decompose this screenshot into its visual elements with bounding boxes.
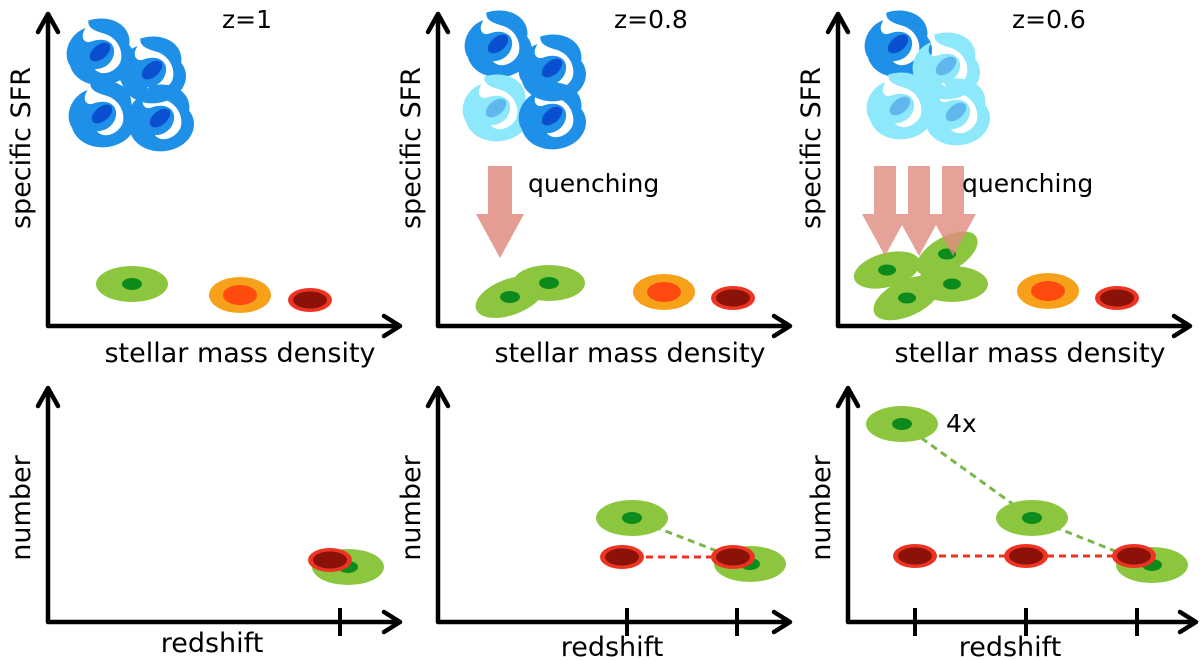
spiral-galaxy [513, 77, 591, 155]
y-axis-label-top-z1: specific SFR [6, 67, 37, 229]
axes-bottom-z08 [435, 389, 791, 625]
y-arrowhead [825, 11, 851, 35]
axes-top-z1 [45, 15, 401, 329]
panel-title-z06: z=0.6 [1012, 5, 1086, 34]
red-galaxy [1112, 544, 1156, 568]
spiral-galaxy [113, 31, 191, 109]
y-axis-label-top-z08: specific SFR [396, 67, 427, 229]
spiral-galaxy [459, 5, 537, 83]
quenching-arrow [476, 166, 524, 258]
panel-bottom-z1: number redshift [6, 385, 403, 659]
y-arrowhead [835, 385, 861, 409]
x-arrowhead [381, 313, 403, 339]
y-axis-label-top-z06: specific SFR [796, 67, 827, 229]
panel-top-z1: z=1 specific SFR stellar mass density [6, 5, 403, 369]
x-axis-label-top-z1: stellar mass density [104, 338, 375, 369]
spiral-galaxy-faded [917, 73, 995, 151]
y-axis-label-bottom-z1: number [6, 454, 37, 560]
red-galaxy [600, 545, 644, 569]
green-galaxy [596, 500, 668, 536]
x-arrowhead [381, 609, 403, 635]
green-galaxy [916, 266, 988, 302]
panel-top-z06: z=0.6 specific SFR stellar mass density [796, 5, 1193, 369]
quenching-label-z06: quenching [962, 169, 1093, 198]
panel-title-z08: z=0.8 [614, 5, 688, 34]
x-arrowhead [1171, 313, 1193, 339]
quenching-arrow [930, 166, 976, 256]
red-galaxy [308, 548, 352, 572]
multiplier-label: 4x [946, 409, 977, 438]
spiral-galaxy-group [859, 5, 995, 151]
x-arrowhead [771, 609, 793, 635]
green-trend-line [1031, 516, 1151, 567]
x-axis-label-top-z08: stellar mass density [494, 338, 765, 369]
x-arrowhead [1177, 609, 1199, 635]
x-arrowhead [771, 313, 793, 339]
panel-bottom-z08: number redshift [396, 385, 793, 660]
green-galaxy [96, 266, 168, 302]
panel-title-z1: z=1 [222, 5, 272, 34]
axes-top-z06 [835, 15, 1191, 329]
quenching-arrow [862, 166, 908, 256]
spiral-galaxy-group [61, 13, 199, 157]
y-axis-label-bottom-z08: number [396, 454, 427, 560]
spiral-galaxy-faded [861, 67, 939, 145]
y-arrowhead [35, 11, 61, 35]
orange-galaxy [633, 274, 695, 310]
quenching-label-z08: quenching [528, 169, 659, 198]
axes-bottom-z06 [845, 389, 1197, 625]
x-axis-label-bottom-z06: redshift [959, 632, 1062, 660]
red-galaxy [711, 286, 755, 310]
red-galaxy [1004, 544, 1048, 568]
spiral-galaxy [513, 29, 591, 107]
spiral-galaxy [61, 13, 139, 91]
panel-bottom-z06: number redshift 4x [806, 385, 1199, 660]
quenching-arrow [896, 166, 942, 256]
green-galaxy [866, 406, 938, 442]
green-galaxy [853, 251, 921, 289]
green-galaxy [996, 500, 1068, 536]
y-axis-label-bottom-z06: number [806, 454, 837, 560]
spiral-galaxy [121, 79, 199, 157]
red-galaxy [711, 545, 755, 569]
quenching-arrows [862, 166, 976, 256]
x-axis-label-top-z06: stellar mass density [894, 338, 1165, 369]
axes-bottom-z1 [45, 389, 401, 625]
y-arrowhead [35, 385, 61, 409]
x-axis-label-bottom-z08: redshift [561, 632, 664, 660]
spiral-galaxy-faded [457, 69, 535, 147]
spiral-galaxy [63, 75, 141, 153]
spiral-galaxy-group [457, 5, 591, 155]
spiral-galaxy [859, 5, 937, 83]
panel-top-z08: z=0.8 specific SFR stellar mass density [396, 5, 793, 369]
orange-galaxy [209, 277, 271, 313]
green-galaxy-cluster [853, 231, 988, 321]
red-galaxy [1095, 286, 1139, 310]
spiral-galaxy-faded [907, 27, 985, 105]
axes-top-z08 [435, 15, 791, 329]
orange-galaxy [1017, 273, 1079, 309]
x-axis-label-bottom-z1: redshift [161, 628, 264, 659]
red-galaxy [893, 544, 937, 568]
y-arrowhead [425, 11, 451, 35]
green-trend-line [901, 422, 1033, 520]
y-arrowhead [425, 385, 451, 409]
red-galaxy [288, 288, 332, 312]
green-galaxy [513, 265, 585, 301]
